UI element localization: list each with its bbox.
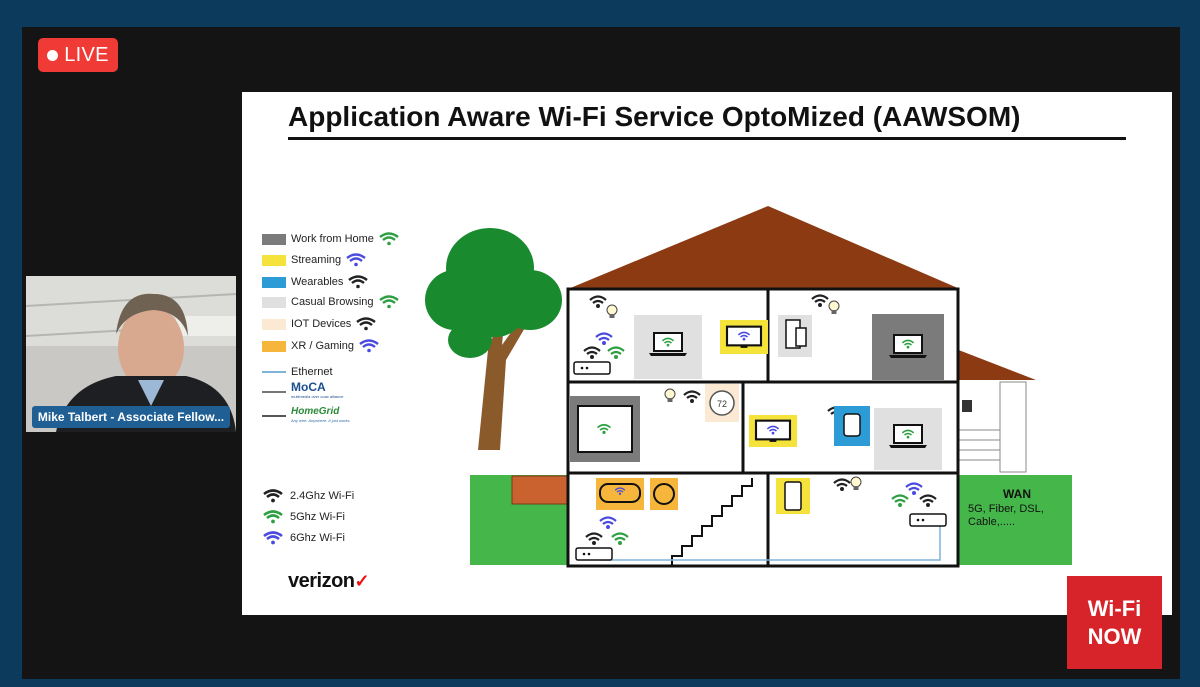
slide-title: Application Aware Wi-Fi Service OptoMize… bbox=[288, 101, 1021, 132]
legend-swatch bbox=[262, 233, 286, 245]
legend-item: Streaming bbox=[262, 252, 367, 268]
phone-icon bbox=[795, 327, 807, 347]
ethernet-label: Ethernet bbox=[291, 366, 333, 378]
porch-roof bbox=[956, 349, 1036, 380]
legend-label: Wearables bbox=[291, 276, 344, 288]
moca-line bbox=[262, 391, 286, 393]
homegrid-tagline: Any wire. Anywhere. It just works. bbox=[291, 418, 351, 423]
wifi-now-line1: Wi-Fi bbox=[1087, 595, 1142, 621]
homegrid-legend: HomeGrid Any wire. Anywhere. It just wor… bbox=[262, 407, 351, 425]
band-legend-item: 5Ghz Wi-Fi bbox=[262, 509, 345, 525]
brick-steps bbox=[511, 475, 571, 505]
vr-headset-icon bbox=[653, 483, 675, 505]
legend-item: IOT Devices bbox=[262, 316, 377, 332]
band-label: 2.4Ghz Wi-Fi bbox=[290, 490, 355, 502]
legend-swatch bbox=[262, 318, 286, 330]
wifi-icon bbox=[356, 317, 377, 331]
phone-icon bbox=[784, 481, 802, 511]
brand-text: verizon bbox=[288, 570, 355, 592]
moca-logo-text: MoCA bbox=[291, 380, 326, 394]
porch bbox=[957, 381, 1027, 473]
participant-name: Mike Talbert - Associate Fellow... bbox=[32, 406, 230, 428]
moca-logo: MoCA multimedia over coax alliance bbox=[291, 380, 344, 401]
legend-label: Work from Home bbox=[291, 233, 374, 245]
staircase bbox=[671, 478, 753, 566]
legend-swatch bbox=[262, 254, 286, 266]
wifi-icon bbox=[348, 275, 369, 289]
wifi-icon bbox=[359, 339, 379, 353]
legend-label: Casual Browsing bbox=[291, 296, 374, 308]
band-label: 5Ghz Wi-Fi bbox=[290, 511, 345, 523]
router-icon bbox=[573, 361, 611, 375]
band-label: 6Ghz Wi-Fi bbox=[290, 532, 345, 544]
ethernet-cable bbox=[600, 526, 941, 561]
wifi-icon bbox=[263, 510, 283, 524]
tree bbox=[425, 228, 562, 450]
verizon-logo: verizon✓ bbox=[288, 570, 370, 593]
brand-check-mark: ✓ bbox=[354, 571, 370, 591]
live-badge: LIVE bbox=[38, 38, 118, 72]
wifi-icon bbox=[263, 531, 283, 545]
live-dot-icon bbox=[47, 49, 59, 61]
wifi-icon bbox=[379, 232, 399, 246]
legend-item: Wearables bbox=[262, 274, 369, 290]
legend-label: IOT Devices bbox=[291, 318, 352, 330]
legend-swatch bbox=[262, 296, 286, 308]
wifi-now-line2: NOW bbox=[1087, 623, 1142, 649]
homegrid-logo: HomeGrid Any wire. Anywhere. It just wor… bbox=[291, 407, 351, 425]
homegrid-logo-text: HomeGrid bbox=[291, 406, 340, 417]
homegrid-line bbox=[262, 415, 286, 417]
legend-swatch bbox=[262, 340, 286, 352]
legend-item: XR / Gaming bbox=[262, 338, 380, 354]
wifi-icon bbox=[263, 489, 283, 503]
roof bbox=[568, 206, 960, 289]
ethernet-legend: Ethernet bbox=[262, 364, 333, 380]
router-icon bbox=[909, 513, 947, 527]
moca-legend: MoCA multimedia over coax alliance bbox=[262, 380, 344, 401]
legend-swatch bbox=[262, 276, 286, 288]
thermostat-icon bbox=[709, 390, 735, 416]
thermostat-value: 72 bbox=[717, 399, 727, 409]
wifi-icon bbox=[346, 253, 366, 267]
tv-icon bbox=[725, 325, 763, 349]
lawn-right bbox=[958, 475, 1072, 565]
smartwatch-icon bbox=[843, 413, 861, 437]
legend-label: XR / Gaming bbox=[291, 340, 354, 352]
wan-title: WAN bbox=[1003, 487, 1031, 501]
tv-icon bbox=[754, 419, 792, 443]
band-legend-item: 2.4Ghz Wi-Fi bbox=[262, 488, 354, 504]
title-underline bbox=[288, 137, 1126, 140]
legend-label: Streaming bbox=[291, 254, 342, 266]
wan-text: 5G, Fiber, DSL, Cable,..... bbox=[968, 503, 1044, 528]
ethernet-line bbox=[262, 371, 286, 373]
legend-item: Work from Home bbox=[262, 231, 400, 247]
router-icon bbox=[575, 547, 613, 561]
band-legend-item: 6Ghz Wi-Fi bbox=[262, 530, 345, 546]
legend-item: Casual Browsing bbox=[262, 294, 400, 310]
wan-box: WAN 5G, Fiber, DSL, Cable,..... bbox=[968, 488, 1058, 529]
wifi-now-logo: Wi-Fi NOW bbox=[1067, 576, 1162, 669]
wifi-icon bbox=[378, 295, 399, 309]
moca-tagline: multimedia over coax alliance bbox=[291, 394, 344, 399]
live-label: LIVE bbox=[64, 43, 109, 66]
